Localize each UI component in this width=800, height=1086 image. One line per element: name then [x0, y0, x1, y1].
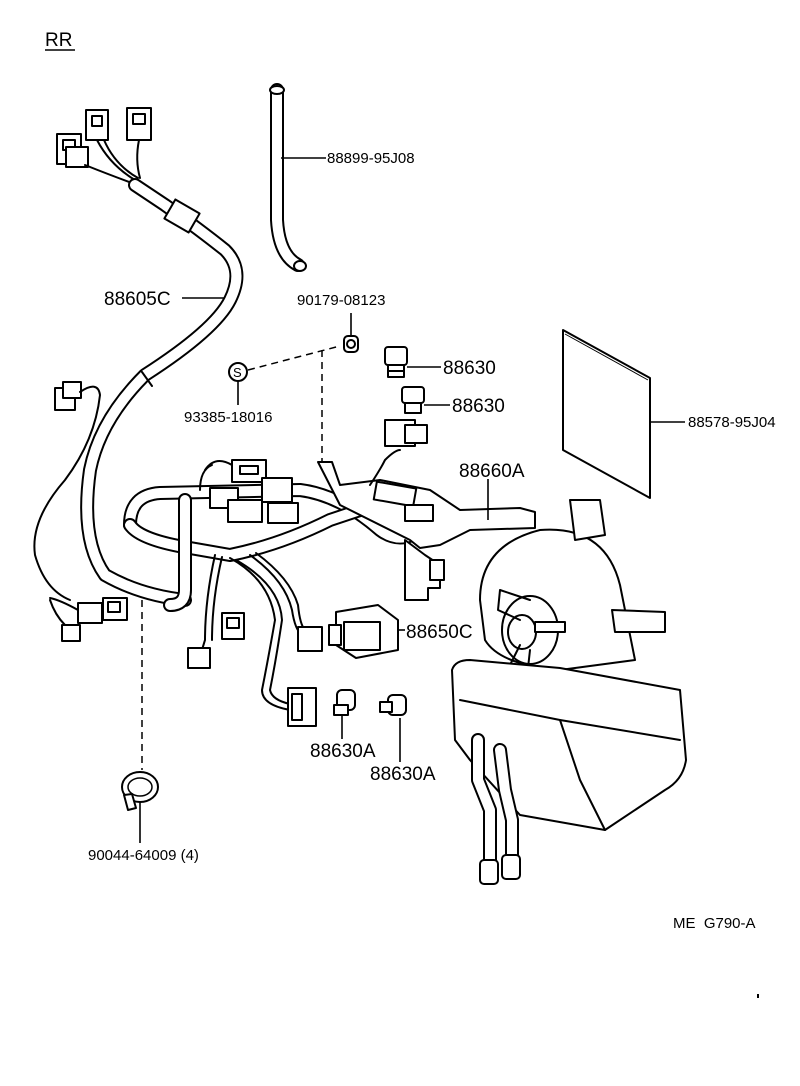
sensor-88630-upper [384, 346, 408, 378]
label-90044: 90044-64009 (4) [88, 847, 199, 864]
sensor-88630-lower [401, 386, 425, 414]
label-88630-2: 88630 [452, 396, 505, 417]
label-90179: 90179-08123 [297, 292, 385, 309]
label-88660a: 88660A [459, 461, 525, 482]
harness-connector-lower [61, 597, 128, 642]
label-88605c: 88605C [104, 289, 171, 310]
blower-unit [451, 499, 687, 885]
filter-88578 [562, 329, 651, 499]
bracket-88660a [317, 419, 536, 601]
label-88650c: 88650C [406, 622, 473, 643]
label-88630a-2: 88630A [370, 764, 436, 785]
drawing-code: ME G790-A [673, 915, 756, 932]
screw-93385: S [228, 362, 248, 382]
clamp-90044 [121, 771, 159, 811]
label-88630-1: 88630 [443, 358, 496, 379]
harness-88605c [33, 107, 244, 642]
label-93385: 93385-18016 [184, 409, 272, 426]
label-88630a-1: 88630A [310, 741, 376, 762]
label-88578: 88578-95J04 [688, 414, 776, 431]
screw-symbol: S [233, 365, 242, 380]
guide-screw-to-nut [247, 345, 341, 371]
stray-mark [757, 994, 759, 998]
tube-88899 [269, 83, 307, 272]
corner-label: RR [45, 30, 72, 51]
harness-frame [123, 459, 427, 727]
switch-88650c [328, 604, 399, 659]
nut-90179 [343, 335, 359, 353]
label-88899: 88899-95J08 [327, 150, 415, 167]
harness-connector-top [56, 107, 152, 168]
sensor-88630a-left [333, 689, 356, 716]
sensor-88630a-right [379, 694, 407, 716]
